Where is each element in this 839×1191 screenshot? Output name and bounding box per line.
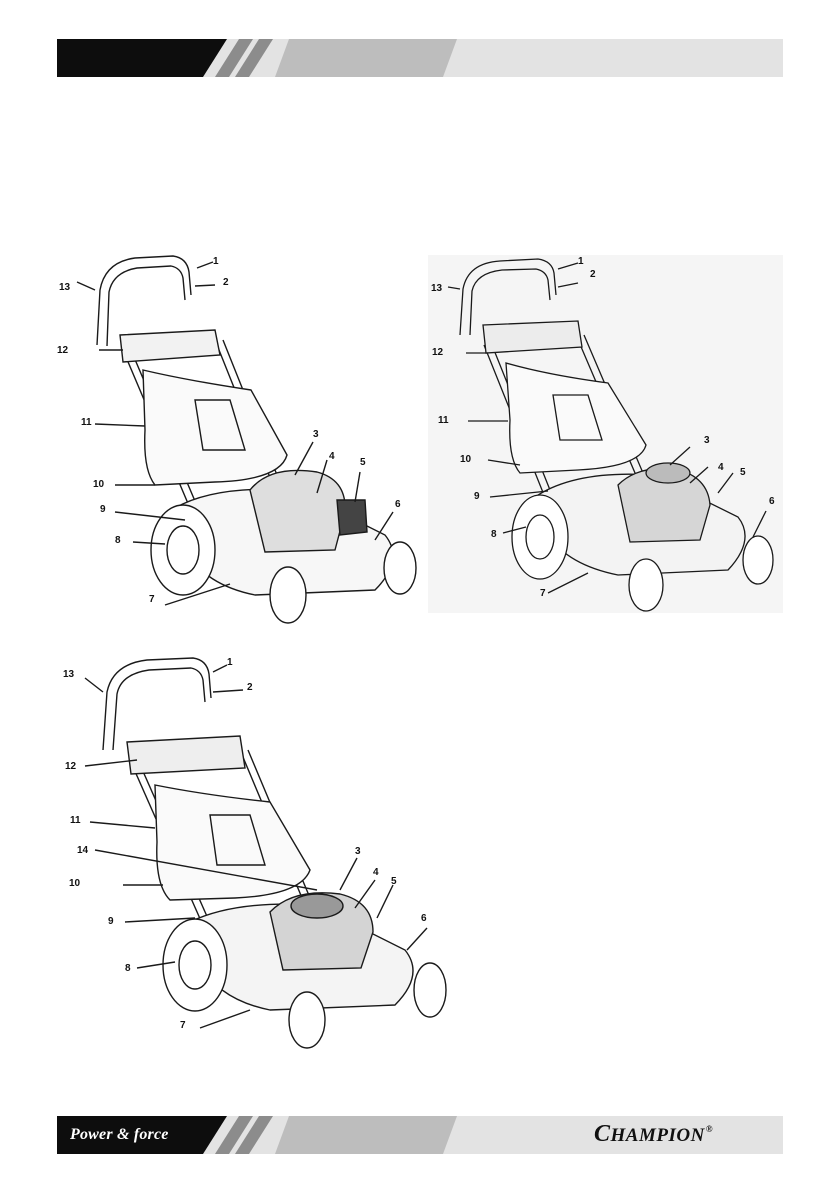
mower-drawing (76, 255, 417, 624)
callout-label: 11 (81, 417, 92, 428)
footer-slogan: Power & force (70, 1126, 169, 1143)
callout-label: 2 (247, 682, 253, 693)
callout-label: 2 (590, 269, 596, 280)
callout-label: 14 (77, 845, 89, 856)
mower-figure-2: 1 2 3 4 5 6 7 8 9 10 11 12 13 (428, 255, 783, 613)
callout-label: 10 (460, 454, 472, 465)
footer-band (57, 1116, 783, 1154)
callout-label: 12 (65, 761, 77, 772)
callout-label: 8 (115, 535, 121, 546)
mower-drawing (447, 258, 774, 612)
callout-label: 9 (100, 504, 106, 515)
brand-initial: C (594, 1121, 611, 1147)
callout-label: 9 (474, 491, 480, 502)
callout-label: 9 (108, 916, 114, 927)
registered-mark: ® (705, 1124, 714, 1134)
mower-figure-3: 1 2 3 4 5 6 7 8 9 10 11 12 13 14 (55, 650, 475, 1060)
callout-label: 12 (432, 347, 444, 358)
callout-label: 12 (57, 345, 69, 356)
header-band (57, 39, 783, 77)
callout-label: 5 (360, 457, 366, 468)
callout-label: 4 (329, 451, 335, 462)
mower-figure-1: 1 2 3 4 5 6 7 8 9 10 11 12 13 (55, 250, 430, 635)
callout-label: 11 (70, 815, 81, 826)
brand-rest: HAMPION (610, 1125, 705, 1146)
callout-label: 8 (125, 963, 131, 974)
callout-label: 5 (740, 467, 746, 478)
callout-label: 13 (59, 282, 71, 293)
callout-label: 7 (149, 594, 155, 605)
callout-label: 2 (223, 277, 229, 288)
callout-label: 1 (213, 256, 219, 267)
callout-label: 6 (421, 913, 427, 924)
callout-label: 3 (704, 435, 710, 446)
callout-label: 6 (769, 496, 775, 507)
callout-label: 1 (227, 657, 233, 668)
callout-label: 7 (180, 1020, 186, 1031)
callout-label: 3 (355, 846, 361, 857)
callout-label: 7 (540, 588, 546, 599)
callout-label: 3 (313, 429, 319, 440)
callout-label: 13 (63, 669, 75, 680)
callout-label: 4 (373, 867, 379, 878)
callout-label: 6 (395, 499, 401, 510)
callout-label: 8 (491, 529, 497, 540)
mower-drawing (84, 657, 447, 1049)
callout-label: 1 (578, 256, 584, 267)
callout-label: 4 (718, 462, 724, 473)
callout-label: 13 (431, 283, 443, 294)
callout-label: 10 (69, 878, 81, 889)
callout-label: 10 (93, 479, 105, 490)
brand-logo: CHAMPION® (594, 1121, 713, 1148)
callout-label: 11 (438, 415, 449, 426)
callout-label: 5 (391, 876, 397, 887)
